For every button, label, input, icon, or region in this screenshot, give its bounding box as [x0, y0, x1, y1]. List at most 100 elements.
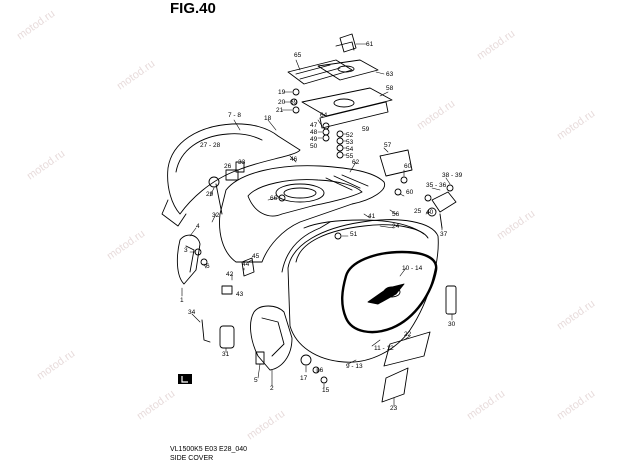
pad-22 — [383, 331, 431, 367]
watermark-text: motod.ru — [25, 148, 67, 183]
cover-bottom-lip — [161, 199, 187, 227]
callout-57: 57 — [384, 142, 392, 149]
bolt-52 — [336, 130, 344, 138]
hose-24 — [303, 219, 425, 235]
watermark-text: motod.ru — [555, 298, 597, 333]
callout-42: 42 — [226, 271, 234, 278]
watermark-text: motod.ru — [555, 108, 597, 143]
bolt-51 — [334, 232, 342, 240]
frame-side-cover-edge — [175, 133, 263, 173]
callout-60a: 60 — [404, 163, 412, 170]
pad-23 — [381, 367, 409, 403]
watermark-text: motod.ru — [105, 228, 147, 263]
footer-model-code: VL1500K5 E03 E28_040 — [170, 446, 248, 453]
right-side-cover-band — [281, 221, 331, 273]
lever-38-39 — [431, 191, 457, 213]
lower-cover-2-inner — [261, 317, 285, 357]
top-cover-plate-65 — [287, 59, 353, 85]
callout-29: 29 — [206, 191, 214, 198]
callout-31: 31 — [222, 351, 230, 358]
callout-32: 32 — [212, 212, 220, 219]
right-side-cover-rim — [295, 224, 429, 263]
callout-50: 50 — [310, 143, 318, 150]
callout-17: 17 — [300, 375, 308, 382]
part-26 — [225, 169, 239, 181]
callout-34: 34 — [188, 309, 196, 316]
callout-43: 43 — [236, 291, 244, 298]
watermark-text: motod.ru — [245, 408, 287, 443]
callout-18: 18 — [264, 115, 272, 122]
bracket-45 — [241, 257, 255, 277]
bolt-15 — [320, 376, 328, 384]
meter-panel-58 — [301, 87, 393, 117]
bolt-35 — [446, 184, 454, 192]
small-cover-4 — [176, 234, 201, 285]
watermark-text: motod.ru — [15, 8, 57, 43]
callout-78: 7 - 8 — [228, 112, 241, 119]
callout-44: 44 — [242, 261, 250, 268]
watermark-text: motod.ru — [555, 388, 597, 423]
callout-61: 61 — [366, 41, 374, 48]
callout-2: 2 — [270, 385, 274, 392]
part-30-pad — [445, 285, 457, 315]
callout-41: 41 — [368, 213, 376, 220]
fuel-cap-opening-inner — [283, 187, 317, 199]
top-cover-plate-63 — [317, 59, 379, 81]
part-34 — [201, 319, 211, 343]
part-25 — [427, 207, 437, 217]
watermark-text: motod.ru — [475, 28, 517, 63]
emblem-wing-badge — [367, 283, 405, 305]
callout-51: 51 — [350, 231, 358, 238]
callout-23: 23 — [390, 405, 398, 412]
top-cover-plate-65-inner — [295, 64, 341, 80]
callout-6: 6 — [206, 263, 210, 270]
callout-64: 64 — [320, 112, 328, 119]
callout-1014: 10 - 14 — [402, 265, 423, 272]
emblem-plate-outline — [341, 250, 438, 334]
callout-24: 24 — [392, 223, 400, 230]
callout-52: 52 — [346, 132, 354, 139]
callout-2728: 27 - 28 — [200, 142, 221, 149]
callout-3: 3 — [184, 247, 188, 254]
small-cover-4-inner — [185, 245, 195, 273]
callout-49: 49 — [310, 136, 318, 143]
emblem-center — [383, 286, 401, 298]
part-32 — [215, 183, 223, 215]
callout-47: 47 — [310, 122, 318, 129]
callout-19: 19 — [278, 89, 286, 96]
callout-913: 9 - 13 — [346, 363, 363, 370]
fuel-cap-61 — [335, 33, 357, 53]
callout-1112: 11 - 12 — [374, 345, 394, 352]
bolt-54 — [336, 144, 344, 152]
main-cover-inner — [247, 179, 363, 217]
part-37 — [439, 213, 443, 229]
bolt-40 — [424, 194, 432, 202]
callout-33: 33 — [238, 159, 246, 166]
watermark-text: motod.ru — [35, 348, 77, 383]
figure-title: FIG.40 — [170, 0, 216, 17]
callout-69: 69 — [290, 99, 298, 106]
callout-53: 53 — [346, 139, 354, 146]
callout-4: 4 — [196, 223, 200, 230]
callout-25: 25 — [414, 208, 422, 215]
bolt-55 — [336, 151, 344, 159]
callout-62: 62 — [352, 159, 360, 166]
callout-65: 65 — [294, 52, 302, 59]
callout-3536: 35 - 36 — [426, 182, 447, 189]
bolt-20 — [290, 98, 298, 106]
callout-3839: 38 - 39 — [442, 172, 463, 179]
bolt-6 — [200, 258, 208, 266]
footer-caption: SIDE COVER — [170, 455, 214, 462]
watermark-text: motod.ru — [415, 98, 457, 133]
part-33 — [235, 161, 245, 173]
bolt-21 — [292, 106, 300, 114]
plate-63-hole — [337, 65, 355, 73]
part-43 — [221, 285, 233, 295]
watermark-text: motod.ru — [135, 388, 177, 423]
callout-22: 22 — [404, 331, 412, 338]
lower-cover-2 — [250, 305, 293, 371]
callout-60b: 60 — [406, 189, 414, 196]
callout-54: 54 — [346, 146, 354, 153]
